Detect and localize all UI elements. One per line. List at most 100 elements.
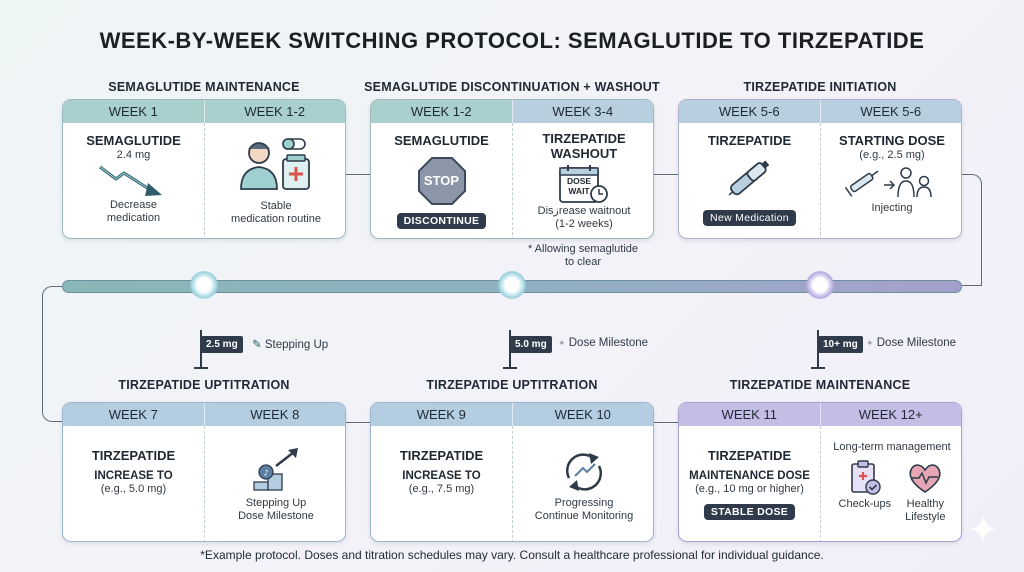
connector-line [654, 422, 680, 423]
caption: medication routine [231, 213, 321, 225]
flag-pole [817, 330, 819, 368]
svg-text:♪: ♪ [263, 469, 268, 478]
caption: Disزrease waitnout [537, 205, 631, 217]
caption: Decrease [109, 199, 158, 211]
patient-medication-icon [240, 138, 310, 190]
injection-icon [844, 167, 932, 198]
milestone-note: ✦ Dose Milestone [558, 337, 648, 349]
caption: Continue Monitoring [534, 510, 634, 522]
heart-pulse-icon [909, 464, 941, 493]
drug-name: SEMAGLUTIDE [86, 133, 181, 148]
calendar-text: WAIT [568, 186, 590, 196]
dose-label: INCREASE TO [94, 470, 173, 482]
timeline-node [806, 271, 834, 299]
phase-card-discontinuation-washout: WEEK 1-2 WEEK 3-4 SEMAGLUTIDE STOP DISCO… [370, 99, 654, 239]
dose-label: INCREASE TO [402, 470, 481, 482]
phase-title: TIRZEPATIDE MAINTENANCE [729, 378, 911, 392]
flag-base [194, 367, 208, 369]
milestone-note: ✦ Dose Milestone [866, 337, 956, 349]
connector-line [654, 174, 680, 175]
week-label: WEEK 1-2 [371, 100, 512, 123]
timeline-node [498, 271, 526, 299]
caption: Stable [260, 200, 292, 212]
phase-title: SEMAGLUTIDE MAINTENANCE [108, 80, 300, 94]
page-title: WEEK-BY-WEEK SWITCHING PROTOCOL: SEMAGLU… [99, 28, 925, 53]
caption: Check-ups [838, 498, 892, 510]
drug-name: TIRZEPATIDE [399, 448, 484, 463]
pencil-icon: ✎ [252, 339, 262, 351]
phase-title: TIRZEPATIDE INITIATION [743, 80, 897, 94]
drug-name: TIRZEPATIDE [707, 448, 792, 463]
drug-name: SEMAGLUTIDE [394, 133, 489, 148]
progress-arrows-icon [565, 453, 603, 491]
dose-value: (e.g., 5.0 mg) [100, 483, 167, 495]
phase-card-semaglutide-maintenance: WEEK 1 WEEK 1-2 SEMAGLUTIDE 2.4 mg Decre… [62, 99, 346, 239]
dose-flag: 2.5 mg [201, 336, 243, 353]
phase-title: SEMAGLUTIDE DISCONTINUATION + WASHOUT [364, 80, 660, 94]
washout-note: * Allowing semaglutide [527, 243, 639, 255]
calendar-clock-icon: DOSE WAIT [556, 164, 612, 204]
flag-base [503, 367, 517, 369]
flag-base [811, 367, 825, 369]
trend-down-icon [98, 165, 162, 196]
week-label: WEEK 7 [63, 403, 204, 426]
flag-pole [200, 330, 202, 368]
caption: Long-term management [833, 441, 951, 453]
caption: (1-2 weeks) [555, 218, 613, 230]
phase-card-tirzepatide-initiation: WEEK 5-6 WEEK 5-6 TIRZEPATIDE New Medica… [678, 99, 962, 239]
sparkle-icon [970, 516, 996, 542]
dose-value: 2.4 mg [116, 149, 151, 161]
caption: Injecting [871, 202, 913, 214]
connector-line [962, 174, 982, 286]
dose-flag: 5.0 mg [510, 336, 552, 353]
week-label: WEEK 11 [679, 403, 820, 426]
dose-value: (e.g., 7.5 mg) [408, 483, 475, 495]
clipboard-check-icon [851, 460, 881, 495]
week-label: WEEK 10 [511, 403, 653, 426]
milestone-note: ✎ Stepping Up [252, 337, 328, 351]
drug-name: STARTING DOSE [839, 133, 945, 148]
drug-name: WASHOUT [550, 146, 618, 161]
status-badge: STABLE DOSE [703, 504, 796, 520]
dose-value: (e.g., 10 mg or higher) [695, 483, 804, 495]
caption: Lifestyle [905, 511, 946, 523]
washout-note: to clear [564, 256, 602, 268]
drug-name: TIRZEPATIDE [707, 133, 792, 148]
pen-injector-icon [728, 160, 769, 196]
calendar-text: DOSE [566, 176, 592, 186]
milestone-label: Dose Milestone [568, 337, 649, 349]
drug-name: TIRZEPATIDE [542, 131, 626, 146]
status-badge: New Medication [703, 210, 796, 226]
timeline-node [190, 271, 218, 299]
status-badge: DISCONTINUE [396, 213, 487, 229]
week-label: WEEK 9 [371, 403, 512, 426]
connector-line [962, 285, 982, 286]
week-label: WEEK 5-6 [679, 100, 820, 123]
phase-title: TIRZEPATIDE UPTITRATION [426, 378, 598, 392]
drug-name: TIRZEPATIDE [91, 448, 176, 463]
phase-title: TIRZEPATIDE UPTITRATION [118, 378, 290, 392]
stop-text: STOP [423, 173, 460, 188]
dose-value: (e.g., 2.5 mg) [859, 149, 925, 161]
caption: medication [106, 212, 161, 224]
phase-card-uptitration-1: WEEK 7 WEEK 8 TIRZEPATIDE INCREASE TO (e… [62, 402, 346, 542]
step-up-icon: ♪ [253, 448, 298, 491]
connector-line [346, 174, 372, 175]
week-label: WEEK 1-2 [203, 100, 346, 123]
week-label: WEEK 3-4 [511, 100, 653, 123]
week-label: WEEK 1 [108, 104, 158, 119]
week-label: WEEK 12+ [819, 403, 961, 426]
star-icon: ✦ [866, 338, 874, 348]
phase-card-tirzepatide-maintenance: WEEK 11 WEEK 12+ TIRZEPATIDE MAINTENANCE… [678, 402, 962, 542]
week-label: WEEK 5-6 [819, 100, 961, 123]
connector-line [42, 286, 64, 422]
stop-sign-icon: STOP [417, 156, 467, 206]
milestone-label: Dose Milestone [876, 337, 957, 349]
phase-card-uptitration-2: WEEK 9 WEEK 10 TIRZEPATIDE INCREASE TO (… [370, 402, 654, 542]
caption: Healthy [906, 498, 944, 510]
caption: Dose Milestone [238, 510, 314, 522]
caption: Stepping Up [245, 497, 307, 509]
connector-line [346, 422, 372, 423]
week-label: WEEK 8 [203, 403, 345, 426]
caption: Progressing [554, 497, 614, 509]
